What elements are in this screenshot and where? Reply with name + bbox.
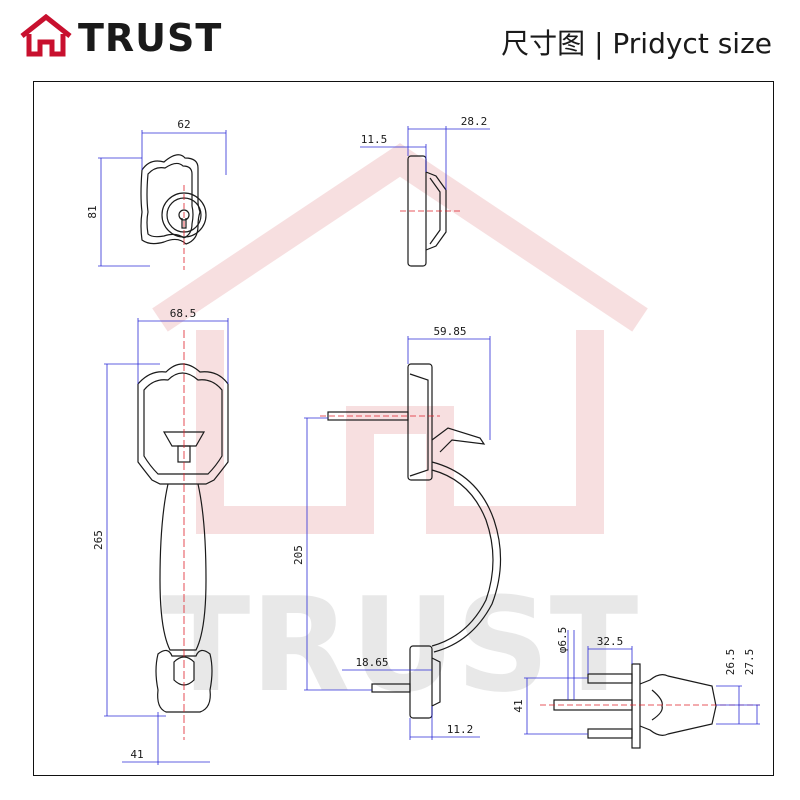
- dim-side-outer-label: 28.2: [461, 115, 488, 128]
- dim-bottom-spindle-label: 18.65: [355, 656, 388, 669]
- dim-front-height: [98, 157, 150, 267]
- dim-handle-grip-label: 41: [130, 748, 143, 761]
- dim-knob-rear-b-label: 27.5: [743, 649, 756, 676]
- front-escutcheon: [140, 154, 207, 245]
- watermark-text: TRUST: [162, 569, 639, 721]
- dim-bolt-offset-label: 32.5: [597, 635, 624, 648]
- dim-hole-diameter-label: φ6.5: [556, 627, 569, 654]
- dim-side: [360, 126, 490, 190]
- dim-handle-side: [304, 336, 491, 740]
- drawing-frame: [33, 81, 774, 776]
- watermark: TRUST: [152, 143, 648, 721]
- brand-name: TRUST: [78, 16, 223, 60]
- dim-handle-height-label: 265: [92, 530, 105, 550]
- dim-knob: [524, 630, 760, 735]
- dim-projection-label: 59.85: [433, 325, 466, 338]
- handleset-side: [327, 363, 502, 719]
- dim-knob-height-label: 41: [512, 699, 525, 712]
- header: TRUST 尺寸图 | Pridyct size: [0, 0, 800, 80]
- dim-front-height-label: 81: [86, 205, 99, 218]
- dim-knob-rear-a-label: 26.5: [724, 649, 737, 676]
- dim-bottom-plate-label: 11.2: [447, 723, 474, 736]
- dim-handle: [104, 318, 229, 765]
- knob-detail: [553, 663, 717, 749]
- page-title: 尺寸图 | Pridyct size: [501, 27, 772, 60]
- dim-handle-width-label: 68.5: [170, 307, 197, 320]
- trust-logo-icon: [20, 14, 72, 57]
- dim-front-width-label: 62: [177, 118, 190, 131]
- dim-front-width: [141, 130, 227, 175]
- dim-side-inner-label: 11.5: [361, 133, 388, 146]
- dim-spindle-distance-label: 205: [292, 545, 305, 565]
